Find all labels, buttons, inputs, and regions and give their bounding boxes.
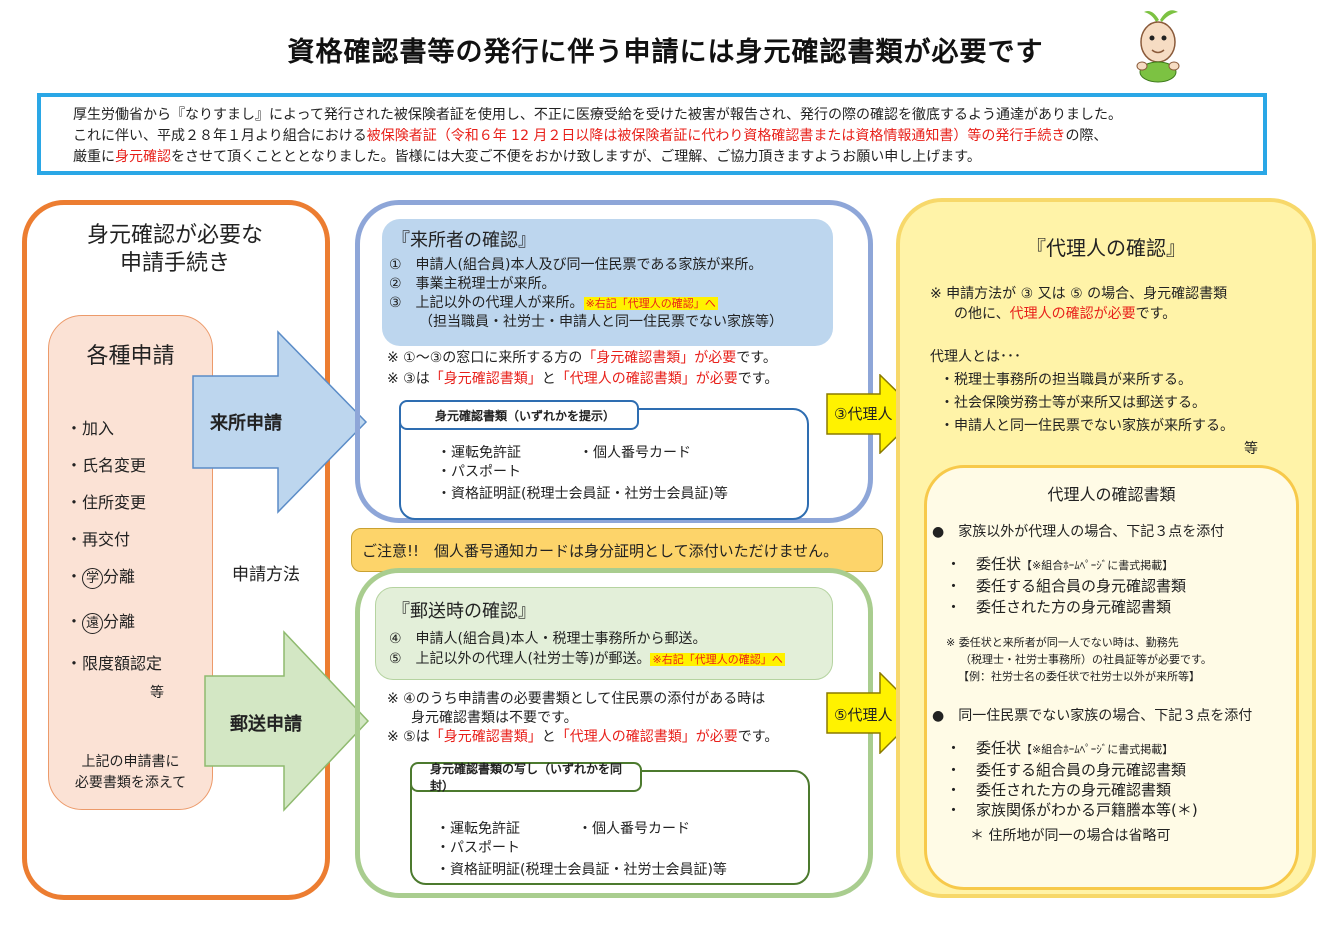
application-list: ・加入 ・氏名変更 ・住所変更 ・再交付 (66, 410, 146, 558)
agent3-label: ③代理人 (834, 405, 893, 423)
doc-item: ・運転免許証 (437, 445, 521, 461)
mail-conditions: ④ 申請人(組合員)本人・税理士事務所から郵送。 ⑤ 上記以外の代理人(社労士等… (389, 631, 785, 667)
case2-footnote: ＊ 住所地が同一の場合は省略可 (970, 828, 1171, 844)
visit-notes: ※ ①～③の窓口に来所する方の「身元確認書類」が必要です。 ※ ③は「身元確認書… (387, 350, 779, 387)
mail-documents-box: 身元確認書類の写し（いずれかを同封） ・運転免許証 ・個人番号カード ・パスポー… (410, 762, 810, 885)
visit-arrow-icon (192, 330, 368, 514)
mail-arrow-icon (204, 630, 370, 812)
visit-section (355, 200, 873, 523)
list-item: ・住所変更 (66, 493, 147, 512)
notice-box: 厚生労働省から『なりすまし』によって発行された被保険者証を使用し、不正に医療受給… (37, 93, 1267, 175)
left-panel (22, 200, 330, 900)
notice-line-3: 厳重に身元確認をさせて頂くことととなりました。皆様には大変ご不便をおかけ致します… (73, 149, 981, 165)
etc-label: 等 (150, 685, 164, 701)
case2-items: ・ 委任状【※組合ﾎｰﾑﾍﾟｰｼﾞに書式掲載】 ・ 委任する組合員の身元確認書類… (946, 739, 1198, 819)
doc-item: ・資格証明証(税理士会員証・社労士会員証)等 (437, 486, 728, 502)
case2-heading: ● 同一住民票でない家族の場合、下記３点を添付 (932, 708, 1253, 724)
application-card (48, 315, 213, 810)
doc-item: ・パスポート (437, 464, 521, 480)
agent-definition: 代理人とは･･･ ・税理士事務所の担当職員が来所する。 ・社会保険労務士等が来所… (930, 349, 1234, 434)
doc-item: ・運転免許証 (436, 821, 520, 837)
caution-banner: ご注意!! 個人番号通知カードは身分証明として添付いただけません。 (351, 528, 883, 572)
list-item: ・再交付 (66, 530, 131, 549)
case1-remark: ※ 委任状と来所者が同一人でない時は、勤務先 （税理士・社労士事務所）の社員証等… (946, 636, 1212, 683)
visit-application-label: 来所申請 (210, 413, 282, 434)
mail-notes: ※ ④のうち申請書の必要書類として住民票の添付がある時は 身元確認書類は不要です… (387, 691, 779, 745)
mail-application-label: 郵送申請 (230, 714, 302, 735)
agent-documents-box (924, 465, 1299, 890)
notice-line-2: これに伴い、平成２８年１月より組合における被保険者証（令和６年 12 月２日以降… (73, 128, 1108, 144)
doc-item: ・資格証明証(税理士会員証・社労士会員証)等 (436, 862, 727, 878)
visit-conditions: ① 申請人(組合員)本人及び同一住民票である家族が来所。 ② 事業主税理士が来所… (389, 257, 783, 330)
mail-documents-title: 身元確認書類の写し（いずれかを同封） (410, 762, 642, 793)
doc-item: ・個人番号カード (579, 445, 691, 461)
agent-documents-title: 代理人の確認書類 (1047, 485, 1176, 504)
agent-title: 『代理人の確認』 (1026, 236, 1186, 260)
case1-heading: ● 家族以外が代理人の場合、下記３点を添付 (932, 524, 1225, 540)
mail-title: 『郵送時の確認』 (392, 601, 536, 622)
list-item: ・学分離 (66, 563, 135, 589)
left-heading: 身元確認が必要な 申請手続き (86, 223, 263, 276)
list-item: ・加入 (66, 419, 115, 438)
visit-title: 『来所者の確認』 (392, 230, 536, 251)
list-item: ・遠分離 (66, 608, 135, 634)
agent5-label: ⑤代理人 (834, 706, 893, 724)
list-item: ・限度額認定 (66, 654, 163, 673)
visit-documents-box: 身元確認書類（いずれかを提示） ・運転免許証 ・個人番号カード ・パスポート ・… (399, 400, 809, 520)
visit-conditions-box (382, 219, 833, 346)
etc-label: 等 (1244, 441, 1258, 457)
application-card-title: 各種申請 (86, 344, 175, 369)
doc-item: ・パスポート (436, 840, 520, 856)
case1-items: ・ 委任状【※組合ﾎｰﾑﾍﾟｰｼﾞに書式掲載】 ・ 委任する組合員の身元確認書類… (946, 555, 1187, 616)
page-title: 資格確認書等の発行に伴う申請には身元確認書類が必要です (287, 37, 1044, 68)
mascot-icon (1136, 10, 1180, 83)
visit-documents-title: 身元確認書類（いずれかを提示） (399, 400, 639, 430)
application-footer: 上記の申請書に 必要書類を添えて (74, 754, 187, 791)
list-item: ・氏名変更 (66, 456, 147, 475)
doc-item: ・個人番号カード (578, 821, 690, 837)
agent-note: ※ 申請方法が ③ 又は ⑤ の場合、身元確認書類 の他に、代理人の確認が必要で… (930, 286, 1228, 322)
method-label: 申請方法 (232, 565, 300, 585)
notice-line-1: 厚生労働省から『なりすまし』によって発行された被保険者証を使用し、不正に医療受給… (73, 107, 1123, 123)
